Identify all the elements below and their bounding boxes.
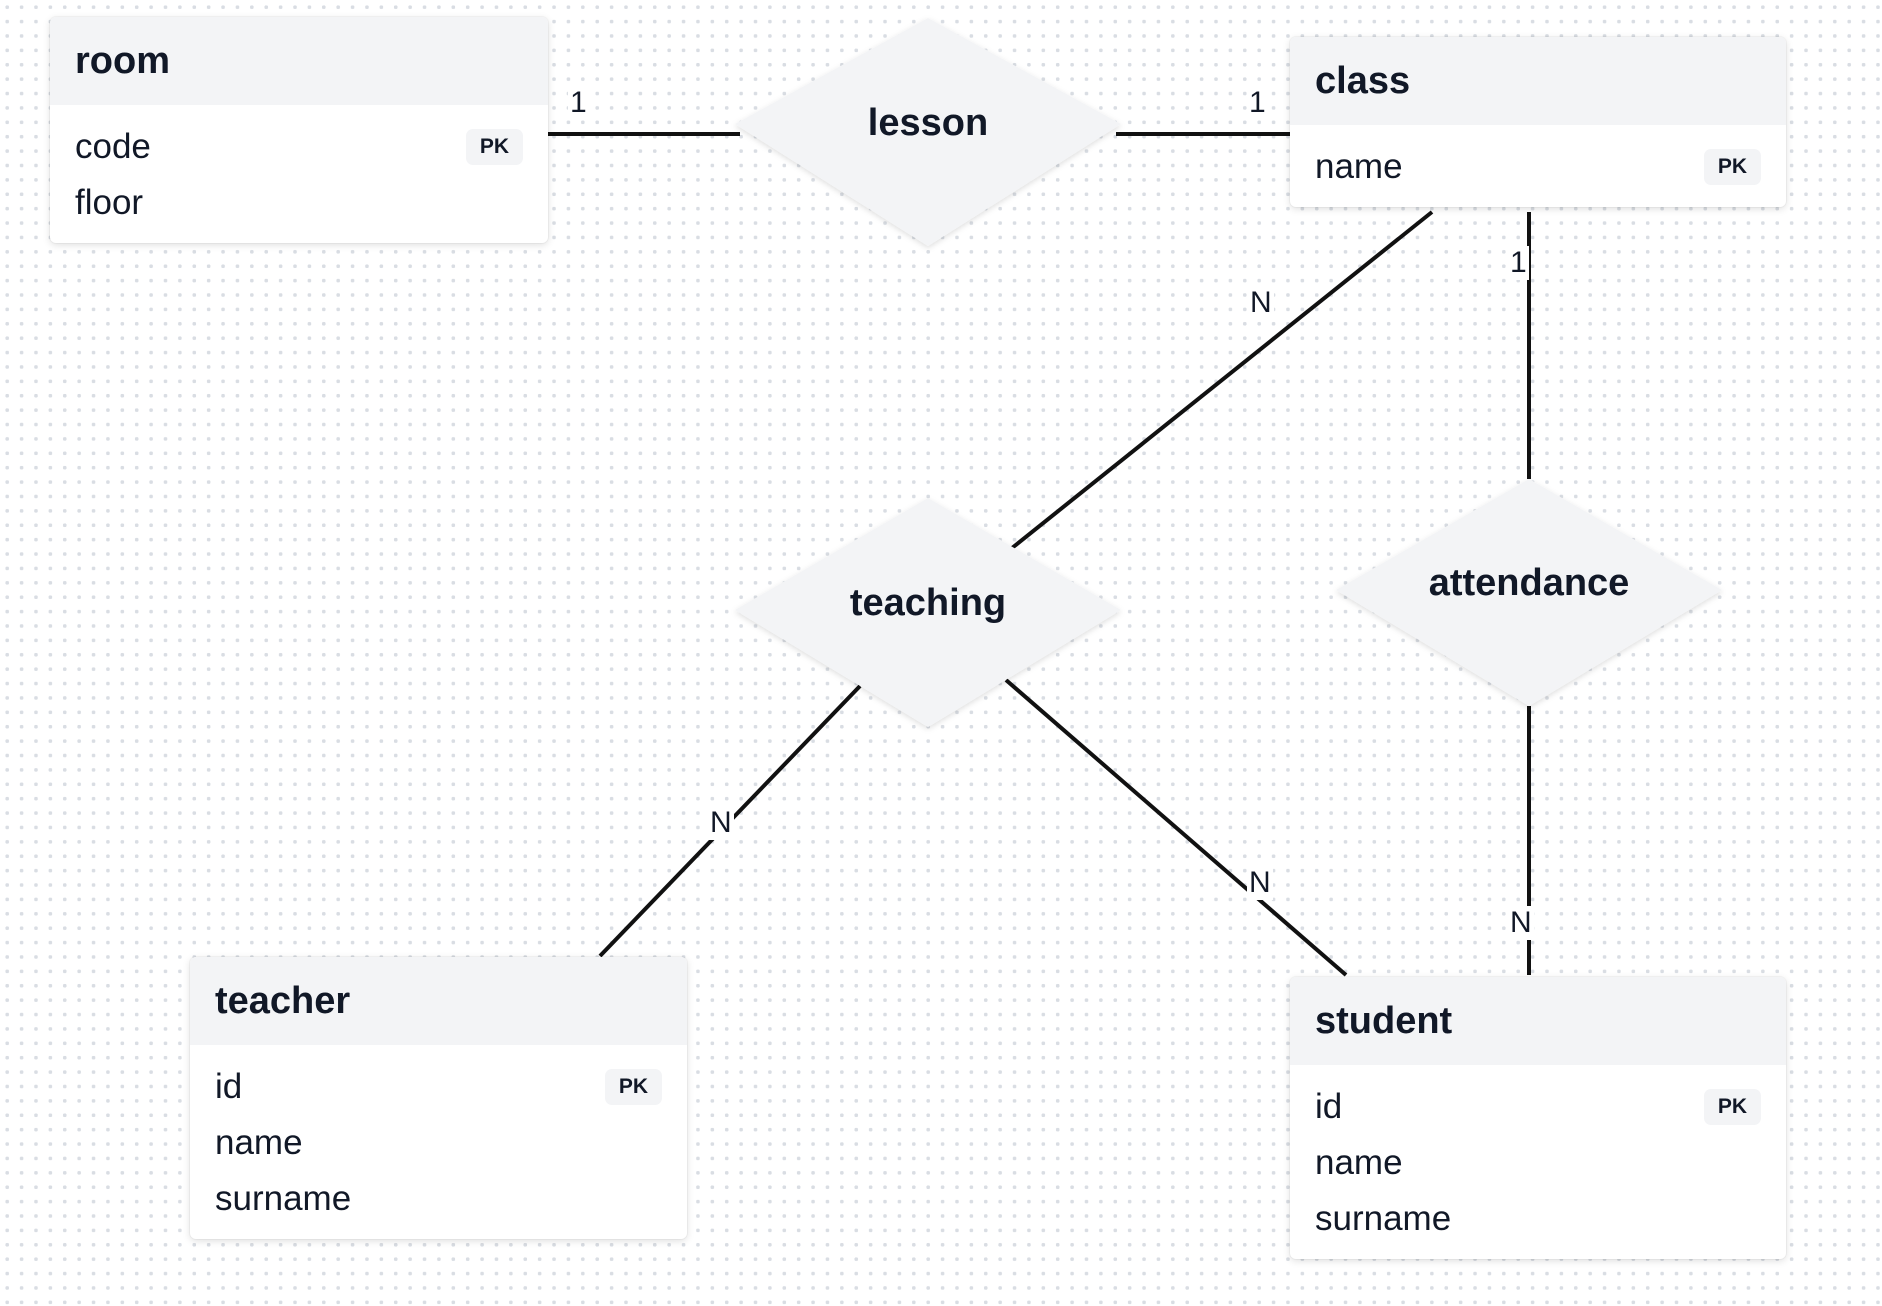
cardinality-teacher-teaching: N bbox=[708, 806, 734, 840]
entity-class-title: class bbox=[1290, 37, 1786, 125]
relationship-lesson-diamond bbox=[735, 18, 1121, 246]
entity-room[interactable]: room code PK floor bbox=[50, 17, 548, 243]
attribute-row[interactable]: surname bbox=[1290, 1191, 1786, 1247]
attribute-name: floor bbox=[75, 183, 144, 222]
relationship-teaching[interactable]: teaching bbox=[735, 498, 1121, 727]
relationship-lesson-label: lesson bbox=[868, 102, 988, 144]
entity-room-title: room bbox=[50, 17, 548, 105]
cardinality-student-attendance: N bbox=[1508, 906, 1534, 940]
entity-student-title: student bbox=[1290, 977, 1786, 1065]
attribute-name: name bbox=[1315, 147, 1403, 186]
cardinality-class-teaching: N bbox=[1248, 286, 1274, 320]
entity-class-attributes: name PK bbox=[1290, 125, 1786, 207]
relationship-attendance[interactable]: attendance bbox=[1336, 479, 1722, 706]
relationship-lesson[interactable]: lesson bbox=[735, 18, 1121, 246]
cardinality-room-lesson: 1 bbox=[568, 86, 589, 120]
attribute-name: name bbox=[1315, 1143, 1403, 1182]
attribute-row[interactable]: id PK bbox=[190, 1059, 687, 1115]
attribute-name: name bbox=[215, 1123, 303, 1162]
attribute-name: surname bbox=[1315, 1199, 1452, 1238]
entity-teacher[interactable]: teacher id PK name surname bbox=[190, 957, 687, 1239]
primary-key-badge: PK bbox=[1703, 149, 1761, 185]
entity-teacher-title: teacher bbox=[190, 957, 687, 1045]
relationship-attendance-label: attendance bbox=[1429, 562, 1630, 604]
attribute-row[interactable]: id PK bbox=[1290, 1079, 1786, 1135]
attribute-name: surname bbox=[215, 1179, 352, 1218]
link-teaching-student bbox=[1004, 678, 1348, 977]
attribute-row[interactable]: name bbox=[190, 1115, 687, 1171]
entity-class[interactable]: class name PK bbox=[1290, 37, 1786, 207]
relationship-attendance-diamond bbox=[1336, 479, 1722, 706]
attribute-row[interactable]: name PK bbox=[1290, 139, 1786, 195]
attribute-name: id bbox=[1315, 1087, 1343, 1126]
entity-student-attributes: id PK name surname bbox=[1290, 1065, 1786, 1259]
relationship-teaching-label: teaching bbox=[850, 582, 1006, 624]
attribute-row[interactable]: floor bbox=[50, 175, 548, 231]
link-class-teaching bbox=[1010, 210, 1434, 550]
entity-student[interactable]: student id PK name surname bbox=[1290, 977, 1786, 1259]
cardinality-class-lesson: 1 bbox=[1247, 86, 1268, 120]
attribute-row[interactable]: code PK bbox=[50, 119, 548, 175]
cardinality-class-attendance: 1 bbox=[1508, 246, 1529, 280]
relationship-teaching-diamond bbox=[735, 498, 1121, 727]
cardinality-student-teaching: N bbox=[1247, 866, 1273, 900]
attribute-name: code bbox=[75, 127, 151, 166]
attribute-row[interactable]: surname bbox=[190, 1171, 687, 1227]
primary-key-badge: PK bbox=[604, 1069, 662, 1105]
entity-room-attributes: code PK floor bbox=[50, 105, 548, 243]
primary-key-badge: PK bbox=[1703, 1089, 1761, 1125]
primary-key-badge: PK bbox=[465, 129, 523, 165]
entity-teacher-attributes: id PK name surname bbox=[190, 1045, 687, 1239]
attribute-name: id bbox=[215, 1067, 243, 1106]
attribute-row[interactable]: name bbox=[1290, 1135, 1786, 1191]
